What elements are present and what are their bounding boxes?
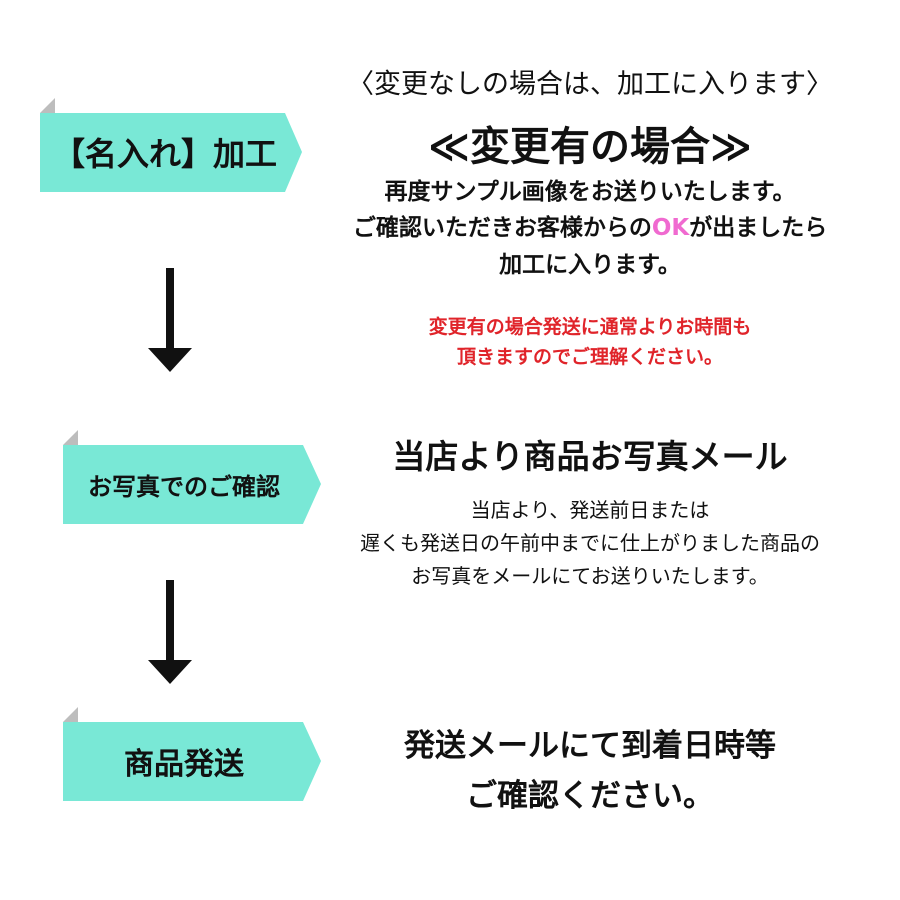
step-label: 商品発送	[124, 747, 244, 782]
step-banner-engraving: 【名入れ】加工	[40, 98, 302, 193]
down-arrow-icon	[145, 580, 195, 690]
shipping-line: ご確認ください。	[466, 778, 714, 814]
shipping-line: 発送メールにて到着日時等	[404, 728, 776, 764]
change-line-b: が出ましたら	[689, 215, 828, 241]
step-banner-shipping: 商品発送	[63, 707, 323, 802]
ok-text: OK	[651, 215, 690, 241]
no-change-note: 〈変更なしの場合は、加工に入ります〉	[347, 69, 833, 100]
banner-shape	[63, 430, 321, 524]
step-banner-photo-confirm: お写真でのご確認	[63, 430, 323, 525]
photo-line: 遅くも発送日の午前中までに仕上がりました商品の	[360, 531, 820, 555]
change-line-a: ご確認いただきお客様からの	[352, 215, 652, 241]
change-heading: ≪変更有の場合≫	[428, 124, 752, 170]
change-line: 再度サンプル画像をお送りいたします。	[384, 179, 796, 205]
warning-line: 変更有の場合発送に通常よりお時間も	[428, 316, 752, 338]
warning-line: 頂きますのでご理解ください。	[456, 346, 723, 368]
photo-heading: 当店より商品お写真メール	[392, 437, 788, 476]
banner-shape	[40, 98, 302, 192]
step-label: お写真でのご確認	[88, 472, 280, 501]
change-line: 加工に入ります。	[499, 252, 681, 278]
photo-line: 当店より、発送前日または	[470, 498, 710, 522]
banner-shape	[63, 707, 321, 801]
step-label: 【名入れ】加工	[52, 135, 277, 173]
down-arrow-icon	[145, 268, 195, 378]
photo-line: お写真をメールにてお送りいたします。	[411, 564, 769, 588]
change-line: ご確認いただきお客様からのOKが出ましたら	[320, 208, 860, 242]
